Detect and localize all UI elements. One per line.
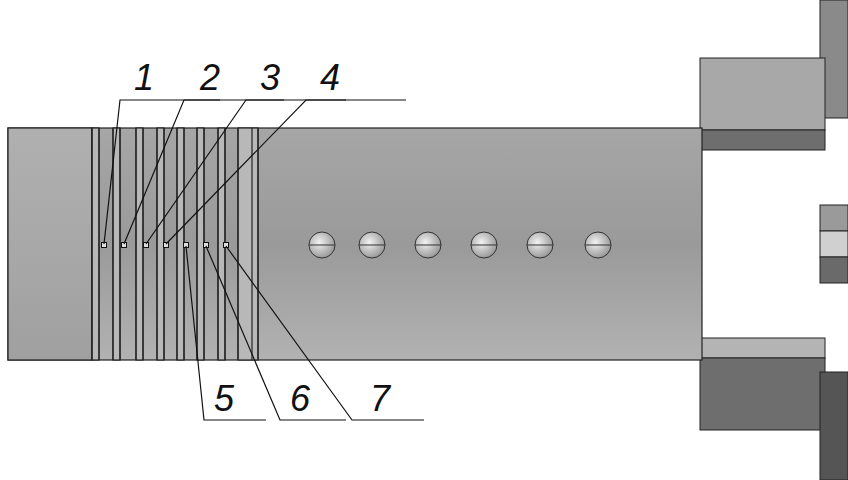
groove-edge	[196, 128, 197, 360]
hole-line	[471, 245, 497, 246]
groove	[136, 128, 143, 360]
hole	[527, 232, 553, 258]
groove-edge	[91, 128, 92, 360]
callout-number: 7	[370, 381, 390, 417]
hole	[471, 232, 497, 258]
groove	[92, 128, 99, 360]
hole-line	[585, 245, 611, 246]
groove-edge	[217, 128, 218, 360]
measure-points	[102, 243, 229, 248]
groove	[238, 128, 258, 360]
callout-number: 6	[290, 381, 310, 417]
groove-edge	[119, 128, 120, 360]
hole	[359, 232, 385, 258]
shaft-end	[8, 128, 92, 360]
groove-edge	[135, 128, 136, 360]
groove-edge	[98, 128, 99, 360]
callout-number: 5	[214, 381, 234, 417]
flange	[700, 0, 848, 480]
hole	[309, 232, 335, 258]
leader-lines	[104, 100, 424, 420]
hole-line	[359, 245, 385, 246]
hole	[415, 232, 441, 258]
groove-edge	[257, 128, 258, 360]
groove-edge	[176, 128, 177, 360]
groove	[177, 128, 184, 360]
groove-edge	[237, 128, 238, 360]
callout-number: 2	[200, 60, 220, 96]
callout-number: 3	[260, 60, 280, 96]
hole-line	[527, 245, 553, 246]
hole	[585, 232, 611, 258]
callout-number: 4	[320, 60, 340, 96]
hole-line	[309, 245, 335, 246]
groove	[113, 128, 120, 360]
holes	[309, 232, 611, 258]
hole-line	[415, 245, 441, 246]
grooves	[92, 128, 258, 360]
callout-number: 1	[134, 60, 154, 96]
groove-edge	[251, 128, 252, 360]
shaft-body	[8, 128, 702, 360]
